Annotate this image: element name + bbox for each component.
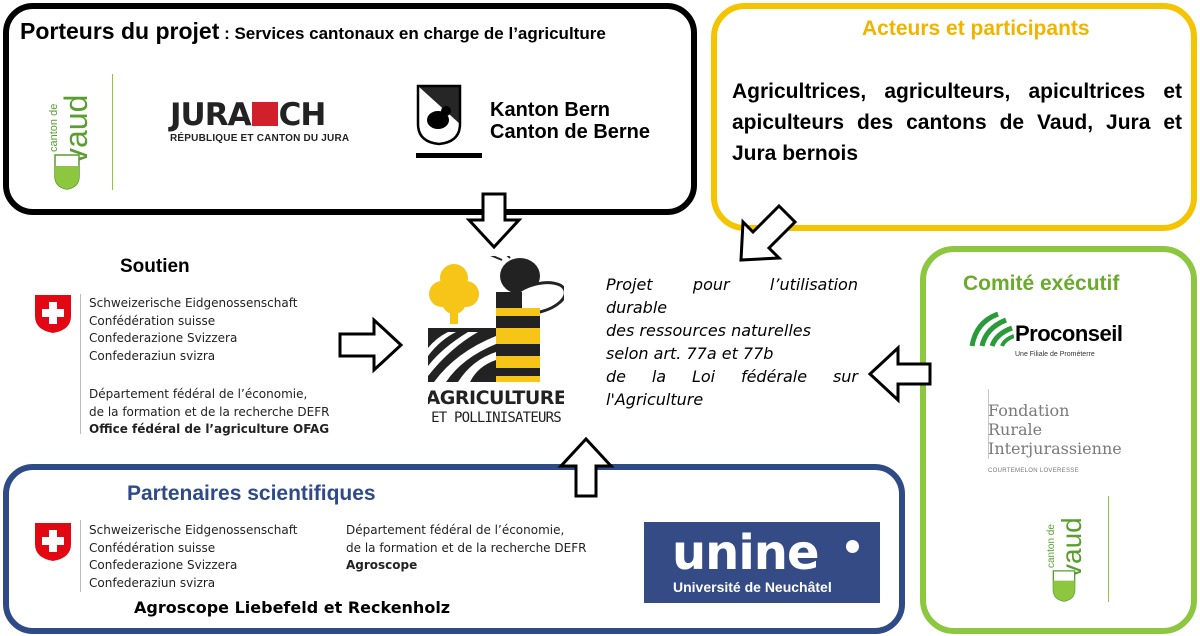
vaud-divider (1108, 496, 1109, 602)
bern-line1: Kanton Bern (490, 99, 610, 121)
soutien-confed-line: Schweizerische Eidgenossenschaft (89, 296, 298, 310)
vaud-logo-bottom: canton de vaud (1044, 494, 1114, 604)
jura-logo: JURA CH RÉPUBLIQUE ET CANTON DU JURA (170, 97, 350, 145)
proconseil-subtitle: Une Filiale de Prométerre (1015, 351, 1095, 358)
soutien-dept-lines: Département fédéral de l’économie, de la… (89, 386, 329, 439)
jura-flag-icon (251, 102, 278, 126)
porteurs-title: Porteurs du projet : Services cantonaux … (20, 18, 606, 45)
projet-line4: selon art. 77a et 77b (606, 344, 774, 363)
acteurs-box (711, 3, 1197, 231)
soutien-title: Soutien (120, 256, 190, 277)
logo-line1: AGRICULTURE (428, 387, 564, 409)
swiss-shield-icon (35, 295, 71, 333)
projet-word: Loi (691, 367, 716, 386)
bern-shield-icon (416, 84, 462, 146)
partenaires-dept-line2: de la formation et de la recherche DEFR (346, 540, 587, 555)
partenaires-dept-lines: Département fédéral de l’économie, de la… (346, 522, 586, 575)
porteurs-title-main: Porteurs du projet (20, 18, 220, 44)
fondation-logo: Fondation Rurale Interjurassienne COURTE… (988, 401, 1122, 481)
comite-box (920, 246, 1197, 634)
agroscope-label: Agroscope Liebefeld et Reckenholz (134, 598, 451, 617)
projet-line6: l'Agriculture (606, 390, 704, 409)
swiss-shield-icon (35, 523, 71, 561)
soutien-confed-line: Confederaziun svizra (89, 348, 216, 363)
fondation-line: Interjurassienne (988, 439, 1122, 458)
porteurs-subtitle: : Services cantonaux en charge de l’agri… (219, 24, 606, 43)
projet-line1: Projet pour l’utilisation (606, 273, 858, 296)
projet-word: fédérale (740, 367, 808, 386)
fondation-line: Fondation (988, 401, 1070, 420)
unine-subtitle: Université de Neuchâtel (673, 579, 832, 595)
soutien-dept-line1: Département fédéral de l’économie, (89, 387, 308, 401)
acteurs-description: Agricultrices, agriculteurs, apicultrice… (732, 80, 1182, 165)
bern-line2: Canton de Berne (490, 121, 651, 143)
vaud-shield-icon (1052, 570, 1076, 602)
bern-text: Kanton Bern Canton de Berne (490, 99, 650, 143)
logo-line2: ET POLLINISATEURS (431, 410, 561, 426)
proconseil-logo: Proconseil Une Filiale de Prométerre (968, 310, 1168, 362)
arrow-diagonal-icon (739, 203, 798, 262)
soutien-office: Office fédéral de l’agriculture OFAG (89, 422, 330, 436)
partenaires-confed-line: Confederaziun svizra (89, 575, 216, 590)
partenaires-agroscope: Agroscope (346, 558, 418, 572)
arrow-right-icon (338, 316, 404, 374)
proconseil-name: Proconseil (1015, 321, 1123, 346)
projet-line2: durable (606, 298, 668, 317)
projet-word: de (606, 367, 626, 386)
projet-word: la (651, 367, 667, 386)
projet-word: sur (832, 367, 858, 386)
agriculture-pollinisateurs-logo: AGRICULTURE ET POLLINISATEURS (428, 256, 564, 426)
soutien-dept-line2: de la formation et de la recherche DEFR (89, 404, 330, 419)
partenaires-confed-lines: Schweizerische Eidgenossenschaft Confédé… (89, 522, 297, 592)
soutien-confed-line: Confédération suisse (89, 313, 216, 328)
unine-logo: unine Université de Neuchâtel (644, 522, 880, 603)
jura-name-right: CH (278, 97, 327, 133)
projet-line5: de la Loi fédérale sur (606, 365, 858, 388)
fondation-line: Rurale (988, 420, 1043, 439)
acteurs-title: Acteurs et participants (862, 17, 1090, 40)
vaud-name: vaud (1056, 517, 1087, 578)
porteurs-box (3, 3, 697, 215)
comite-title: Comité exécutif (963, 272, 1120, 295)
arrow-down-icon (465, 192, 523, 250)
projet-word: pour (692, 275, 730, 294)
soutien-confed-lines: Schweizerische Eidgenossenschaft Confédé… (89, 295, 297, 365)
vaud-shield-icon (54, 154, 80, 190)
fondation-divider (988, 389, 989, 459)
soutien-confed-line: Confederazione Svizzera (89, 331, 238, 345)
arrow-left-icon (867, 344, 932, 404)
vaud-logo-top: canton de vaud (46, 72, 116, 192)
projet-description: Projet pour l’utilisation durable des re… (606, 273, 858, 411)
vaud-divider (112, 74, 113, 190)
jura-subtitle: RÉPUBLIQUE ET CANTON DU JURA (170, 133, 350, 144)
proconseil-arcs-icon (969, 312, 1014, 347)
partenaires-confed-line: Confederazione Svizzera (89, 558, 238, 572)
partenaires-divider (80, 520, 81, 592)
projet-line3: des ressources naturelles (606, 321, 811, 340)
projet-word: Projet (606, 275, 653, 294)
jura-name-left: JURA (170, 97, 252, 133)
partenaires-title: Partenaires scientifiques (127, 482, 376, 505)
partenaires-dept-line1: Département fédéral de l’économie, (346, 523, 565, 537)
arrow-up-icon (557, 436, 615, 498)
projet-word: l’utilisation (769, 275, 858, 294)
unine-name: unine (672, 525, 820, 581)
fondation-subtitle: COURTEMELON LOVERESSE (988, 468, 1079, 474)
bern-bar (416, 153, 482, 158)
partenaires-confed-line: Confédération suisse (89, 540, 216, 555)
soutien-divider (80, 294, 81, 434)
unine-dot (846, 540, 859, 553)
partenaires-confed-line: Schweizerische Eidgenossenschaft (89, 523, 298, 537)
